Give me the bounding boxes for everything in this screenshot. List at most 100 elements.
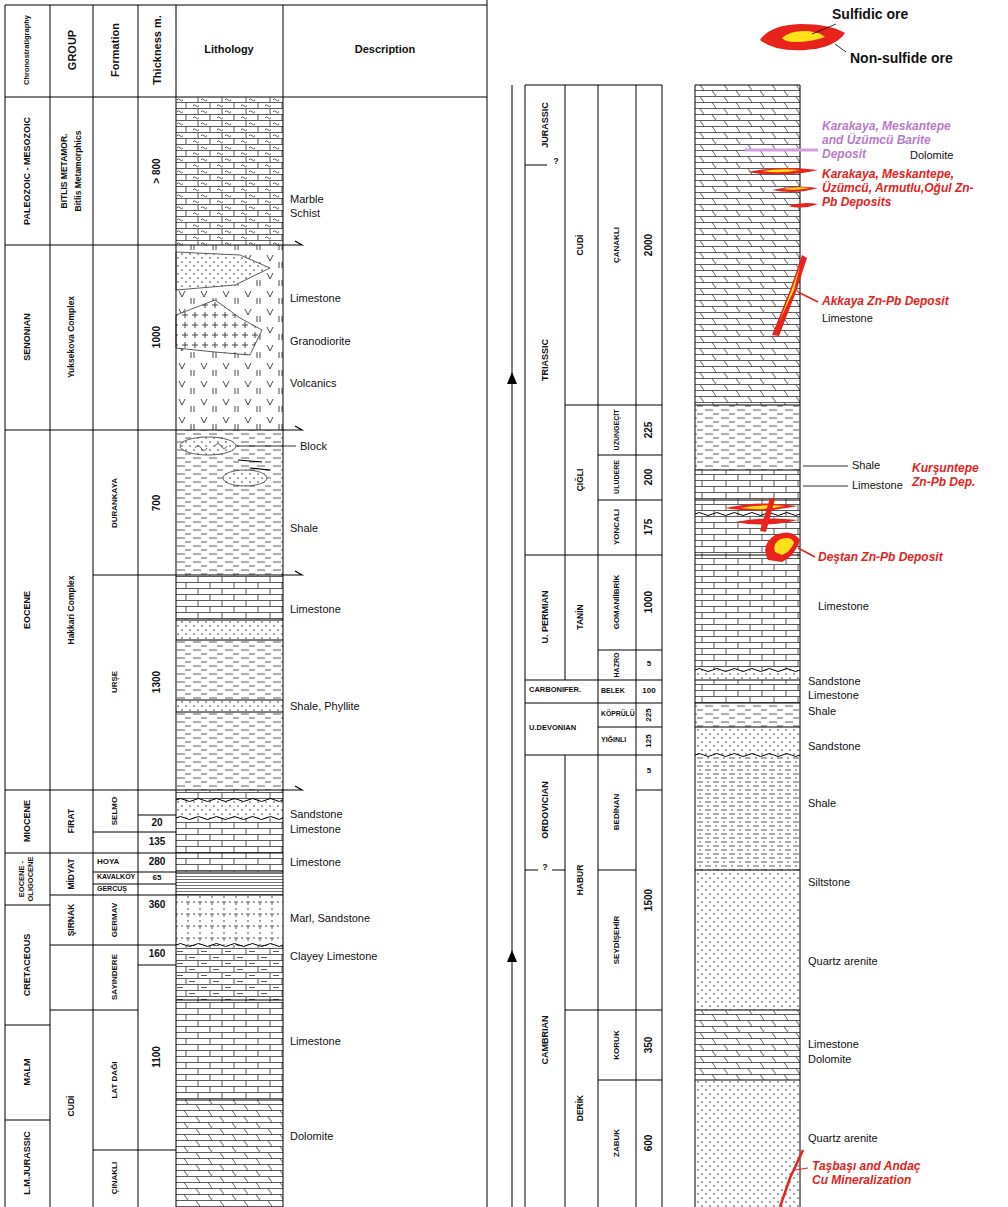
deposit-label: Kurşuntepe Zn-Pb Dep. bbox=[912, 462, 1000, 490]
group-label: CUDİ bbox=[67, 1096, 77, 1117]
lithology-fill bbox=[176, 712, 283, 790]
lithology-boundary bbox=[695, 513, 800, 516]
column-header: GROUP bbox=[66, 30, 79, 70]
formation-label: SEYDİŞEHİR bbox=[612, 916, 621, 964]
thrust-arrow bbox=[283, 571, 302, 575]
formation-label: SAYINDERE bbox=[110, 954, 119, 1000]
lithology-fill bbox=[176, 853, 283, 872]
lithology-description: Sandstone bbox=[290, 808, 343, 821]
lithology-description: Dolomite bbox=[290, 1130, 333, 1143]
lithology-description: Limestone bbox=[290, 1035, 341, 1048]
lithology-fill bbox=[176, 700, 283, 712]
lithology-boundary bbox=[695, 405, 800, 1080]
deposit-label: Akkaya Zn-Pb Deposit bbox=[822, 295, 949, 309]
formation-label: BELEK bbox=[601, 687, 625, 695]
formation-label: LAT DAĞI bbox=[110, 1061, 119, 1098]
lithology-fill bbox=[176, 620, 283, 640]
lithology-fill bbox=[695, 555, 800, 670]
table-grid bbox=[565, 405, 598, 1010]
table-grid bbox=[138, 245, 176, 1150]
chronostratigraphy-label: JURASSIC bbox=[540, 102, 550, 148]
formation-label: KÖPRÜLÜ bbox=[601, 710, 635, 718]
lithology-description: Limestone bbox=[290, 603, 341, 616]
age-arrow bbox=[507, 372, 517, 962]
chronostratigraphy-label: MIOCENE bbox=[22, 800, 32, 842]
formation-label: ZABUK bbox=[612, 1129, 621, 1157]
chronostratigraphy-label: U. PERMIAN bbox=[540, 590, 550, 643]
thickness-value: 1100 bbox=[151, 1046, 163, 1068]
legend-symbol bbox=[812, 24, 846, 52]
column-header: Lithology bbox=[204, 43, 254, 56]
lithology-fill bbox=[176, 252, 270, 290]
thickness-value: 1000 bbox=[643, 591, 655, 613]
chronostratigraphy-label: L.M.JURASSIC bbox=[22, 1131, 32, 1195]
table-grid bbox=[636, 405, 662, 1080]
table-grid bbox=[598, 405, 636, 1080]
lithology-fill bbox=[695, 870, 800, 1010]
thickness-value: 600 bbox=[643, 1135, 655, 1152]
lithology-description: Limestone bbox=[852, 479, 903, 492]
thickness-value: 125 bbox=[644, 734, 653, 747]
thrust-arrow bbox=[238, 460, 270, 470]
thrust-arrow bbox=[283, 786, 302, 790]
ore-body bbox=[760, 498, 775, 532]
group-label: Yuksekova Complex bbox=[67, 296, 77, 378]
table-grid bbox=[525, 85, 800, 1207]
column-header: Description bbox=[355, 43, 416, 56]
lithology-fill bbox=[695, 680, 800, 703]
group-label: MİDYAT bbox=[67, 858, 77, 889]
chronostratigraphy-label: EOCENE bbox=[22, 591, 32, 629]
ore-body bbox=[798, 292, 818, 302]
table-grid bbox=[5, 245, 50, 1120]
thickness-value: 280 bbox=[149, 856, 166, 868]
ore-body bbox=[740, 505, 785, 509]
lithology-fill bbox=[176, 97, 283, 245]
lithology-description: Limestone bbox=[290, 856, 341, 869]
formation-label: HAZRO bbox=[613, 653, 621, 678]
formation-label: KAVALKÖY bbox=[97, 873, 135, 881]
table-grid bbox=[50, 245, 93, 1010]
thickness-value: 175 bbox=[643, 519, 655, 536]
lithology-description: Limestone bbox=[808, 689, 859, 702]
thickness-value: 700 bbox=[151, 495, 163, 512]
chronostratigraphy-label: ORDOVICIAN bbox=[540, 781, 550, 839]
deposit-label: Deştan Zn-Pb Deposit bbox=[818, 551, 943, 565]
table-grid bbox=[525, 85, 800, 86]
thickness-value: 225 bbox=[643, 422, 655, 439]
column-header: Thickness m. bbox=[151, 15, 164, 85]
thrust-arrow bbox=[283, 426, 302, 430]
ore-body bbox=[772, 255, 807, 336]
group-label: Bitlis Metamorphics bbox=[74, 131, 84, 212]
ore-body bbox=[788, 203, 818, 208]
group-label: ŞIRNAK bbox=[67, 904, 77, 937]
legend-label: Non-sulfide ore bbox=[850, 50, 953, 66]
column-header: Chronostratigraphy bbox=[23, 15, 32, 85]
thickness-value: 1500 bbox=[643, 889, 655, 911]
lithology-description: Siltstone bbox=[808, 876, 850, 889]
age-arrow bbox=[507, 372, 517, 384]
deposit-label: Karakaya, Meskantepe, Üzümcü, Armutlu,Oğ… bbox=[822, 168, 987, 209]
group-label: TANİN bbox=[576, 604, 586, 629]
thickness-value: 100 bbox=[642, 686, 655, 695]
lithology-fill bbox=[695, 755, 800, 870]
lithology-boundary bbox=[176, 817, 283, 820]
lithology-boundary bbox=[176, 944, 283, 947]
chronostratigraphy-label: TRIASSIC bbox=[540, 339, 550, 381]
group-label: FIRAT bbox=[67, 809, 77, 833]
lithology-description: Marble bbox=[290, 193, 324, 206]
lithology-description: Shale bbox=[808, 705, 836, 718]
ore-body bbox=[782, 187, 810, 190]
lithology-description: Clayey Limestone bbox=[290, 950, 377, 963]
lithology-fill bbox=[695, 1080, 800, 1207]
lithology-description: Quartz arenite bbox=[808, 1132, 878, 1145]
group-label: ÇIĞLI bbox=[576, 469, 586, 492]
thickness-value: 160 bbox=[149, 948, 166, 960]
ore-body bbox=[774, 538, 794, 555]
chronostratigraphy-label: MALM bbox=[22, 1059, 32, 1086]
thickness-value: 5 bbox=[647, 659, 651, 668]
chronostratigraphy-label: ? bbox=[553, 156, 559, 166]
lithology-description: Sandstone bbox=[808, 740, 861, 753]
lithology-fill bbox=[176, 945, 283, 1000]
thickness-value: 1300 bbox=[151, 671, 163, 693]
